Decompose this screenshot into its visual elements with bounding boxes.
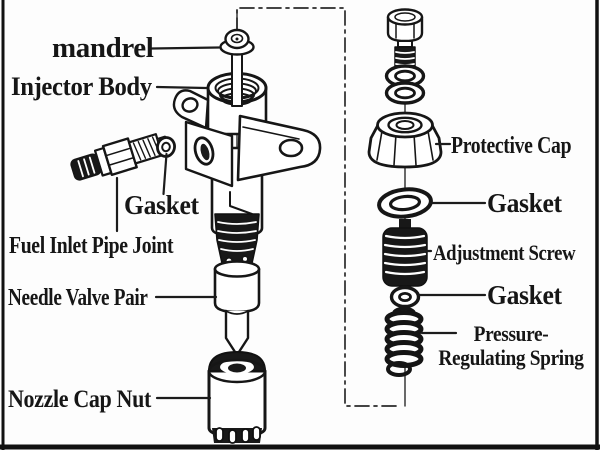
dash-dot-connector: [236, 7, 402, 407]
joint-ridge-2: [83, 158, 90, 176]
screw-coil-2: [383, 243, 427, 249]
needle-valve-pair-part: [213, 255, 261, 357]
mandrel-part: [219, 28, 255, 107]
castellation-4: [252, 426, 261, 441]
washer-stack-part: [384, 64, 426, 105]
nozzle-holder-thread-2: [217, 230, 257, 234]
leader-lines: [115, 46, 487, 400]
cap-top-hole: [395, 120, 415, 130]
nozzle-holder-part: [214, 213, 260, 264]
gasket-right-lower-part: [389, 285, 421, 309]
nozzle-holder-body: [214, 213, 260, 264]
nozzle-cap-nut-part: [207, 351, 267, 444]
gasket-left-label: Gasket: [124, 190, 199, 220]
gasket-left-inner: [161, 141, 171, 153]
injector-body-leader: [155, 85, 208, 90]
gasket-right-lower-label: Gasket: [487, 280, 562, 310]
screw-coil-5: [384, 270, 426, 276]
bolt-shank-thread-1: [395, 51, 415, 54]
screw-coil-1: [384, 234, 426, 240]
left-lug-hole: [181, 97, 199, 113]
injector-body-label: Injector Body: [11, 72, 152, 101]
valve-stem: [224, 309, 250, 357]
adjustment-screw-label: Adjustment Screw: [433, 240, 576, 265]
valve-stem-top: [225, 310, 249, 315]
bolt-neck: [397, 40, 413, 48]
bolt-head-top-inner: [394, 12, 416, 22]
cap-facets: [376, 130, 434, 166]
gasket-left-part: [156, 136, 176, 158]
bolt-shank-thread-2: [395, 57, 415, 60]
gasket-right-upper-label: Gasket: [487, 188, 562, 218]
fuel-inlet-pipe-joint-part: [70, 133, 170, 181]
pressure-regulating-spring-part: [384, 306, 424, 377]
joint-hex-facets: [105, 147, 135, 167]
joint-ridge-1: [77, 160, 84, 178]
joint-ridge-3: [88, 156, 96, 174]
right-flange-edge: [242, 126, 300, 140]
hex-bolt-part: [386, 8, 424, 68]
screw-coil-4: [383, 261, 427, 267]
needle-valve-pair-label: Needle Valve Pair: [8, 285, 148, 311]
injector-body-part: [172, 72, 322, 238]
protective-cap-part: [367, 111, 443, 169]
front-port-shadow: [200, 143, 210, 161]
mandrel-head-dot: [235, 37, 239, 41]
pressure-regulating-spring-label: Pressure- Regulating Spring: [434, 322, 589, 370]
right-flange-hole: [278, 138, 304, 158]
joint-threads: [132, 136, 161, 161]
cap-nut-dome-center: [228, 363, 246, 373]
screw-coil-3: [383, 252, 427, 258]
mandrel-leader: [150, 46, 221, 50]
valve-cylinder-top: [213, 260, 261, 278]
body-notch: [229, 191, 253, 215]
spring-label-line1: Pressure-: [473, 321, 549, 346]
spring-label-line2: Regulating Spring: [438, 344, 584, 370]
washer-2-inner: [394, 86, 416, 100]
gasket-right-upper-part: [377, 187, 433, 219]
protective-cap-label: Protective Cap: [451, 133, 572, 159]
screw-neck: [399, 219, 411, 230]
mandrel-label: mandrel: [52, 32, 154, 64]
castellation-2: [228, 429, 237, 444]
gasket-rl-inner: [398, 291, 412, 302]
nozzle-holder-thread-4: [220, 248, 254, 252]
adjustment-screw-part: [382, 219, 428, 287]
mandrel-shaft: [231, 49, 243, 107]
spring-bottom-loop: [386, 361, 412, 377]
nozzle-holder-thread-3: [218, 239, 256, 243]
gasket-ru-inner: [388, 194, 422, 212]
nozzle-holder-thread-1: [217, 221, 257, 225]
fuel-inlet-pipe-joint-label: Fuel Inlet Pipe Joint: [9, 233, 174, 259]
gasket-left-leader: [162, 152, 168, 196]
castellation-3: [241, 428, 250, 443]
nozzle-cap-nut-label: Nozzle Cap Nut: [8, 386, 151, 413]
washer-1-inner: [394, 69, 416, 83]
castellation-1: [215, 427, 224, 442]
cap-nut-rim: [207, 358, 267, 384]
